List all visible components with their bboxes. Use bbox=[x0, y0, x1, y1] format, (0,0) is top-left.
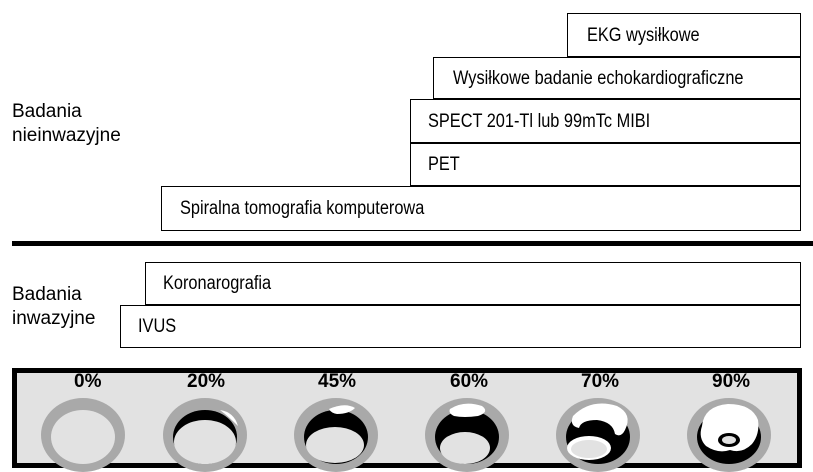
vessel-icon-20 bbox=[163, 398, 247, 472]
test-box-ekg: EKG wysiłkowe bbox=[567, 13, 801, 57]
noninvasive-label-line2: nieinwazyjne bbox=[12, 125, 121, 146]
test-label-pet: PET bbox=[428, 154, 460, 175]
stenosis-label-20: 20% bbox=[187, 371, 226, 392]
test-box-pet: PET bbox=[410, 143, 801, 186]
test-label-spiral-ct: Spiralna tomografia komputerowa bbox=[180, 198, 425, 219]
stenosis-label-60: 60% bbox=[450, 371, 489, 392]
vessel-icon-90 bbox=[687, 398, 771, 472]
noninvasive-label-line1: Badania bbox=[12, 101, 82, 122]
vessel-icon-45 bbox=[294, 398, 378, 472]
stenosis-label-70: 70% bbox=[581, 371, 620, 392]
noninvasive-group-label: Badania nieinwazyjne bbox=[12, 100, 121, 148]
invasive-label-line2: inwazyjne bbox=[12, 308, 96, 329]
stenosis-label-45: 45% bbox=[318, 371, 357, 392]
stenosis-label-0: 0% bbox=[74, 371, 102, 392]
test-label-spect: SPECT 201-Tl lub 99mTc MIBI bbox=[428, 110, 651, 132]
test-box-ivus: IVUS bbox=[120, 305, 801, 348]
test-box-coronarography: Koronarografia bbox=[145, 262, 801, 305]
vessel-icon-70 bbox=[556, 398, 640, 472]
section-divider bbox=[12, 241, 813, 246]
test-label-ekg: EKG wysiłkowe bbox=[587, 24, 700, 46]
vessel-icon-0 bbox=[41, 398, 125, 472]
test-label-ivus: IVUS bbox=[138, 316, 177, 337]
test-label-echo: Wysiłkowe badanie echokardiograficzne bbox=[453, 67, 744, 89]
vessel-icon-60 bbox=[425, 398, 509, 472]
stenosis-label-90: 90% bbox=[712, 371, 751, 392]
test-box-spect: SPECT 201-Tl lub 99mTc MIBI bbox=[410, 99, 801, 143]
invasive-label-line1: Badania bbox=[12, 284, 82, 305]
invasive-group-label: Badania inwazyjne bbox=[12, 283, 95, 331]
test-box-spiral-ct: Spiralna tomografia komputerowa bbox=[161, 186, 801, 231]
test-box-echo: Wysiłkowe badanie echokardiograficzne bbox=[433, 57, 801, 99]
test-label-coronarography: Koronarografia bbox=[163, 273, 272, 294]
